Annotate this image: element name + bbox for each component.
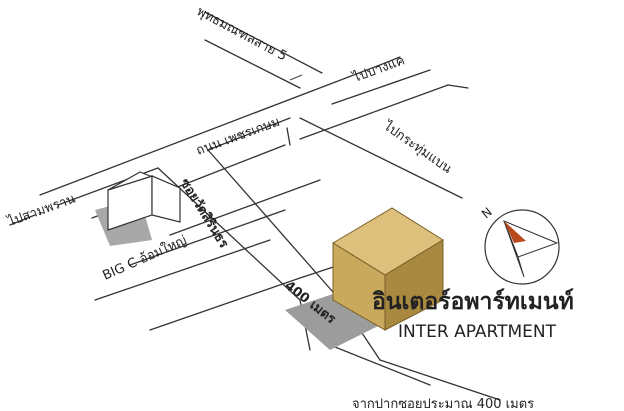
phutthamonthon-road xyxy=(204,11,323,89)
label-to-krathumbaen: ไปกระทุ่มแบน xyxy=(380,118,455,177)
krathumbaen-road xyxy=(286,84,469,199)
building-name-thai: อินเตอร์อพาร์ทเมนท์ xyxy=(372,288,574,315)
footer-note: จากปากซอยประมาณ 400 เมตร xyxy=(352,397,534,411)
lower-roads xyxy=(94,179,501,401)
building-name-english: INTER APARTMENT xyxy=(398,322,557,342)
label-to-samphran: ไปสามพราน xyxy=(5,191,78,230)
north-label: N xyxy=(479,205,495,221)
label-phetkasem: ถนน เพชรเกษม xyxy=(194,115,282,159)
apartment-side xyxy=(384,239,444,331)
compass-needle-dark xyxy=(503,220,525,278)
phetkasem-road xyxy=(9,56,449,226)
apartment-building xyxy=(332,207,444,331)
compass-accent xyxy=(504,221,526,243)
compass: N xyxy=(479,205,560,285)
bigc-building xyxy=(95,171,181,246)
label-phutthamonthon: พุทธมณฑลสาย 5 xyxy=(194,4,289,64)
bigc-side xyxy=(151,175,181,223)
